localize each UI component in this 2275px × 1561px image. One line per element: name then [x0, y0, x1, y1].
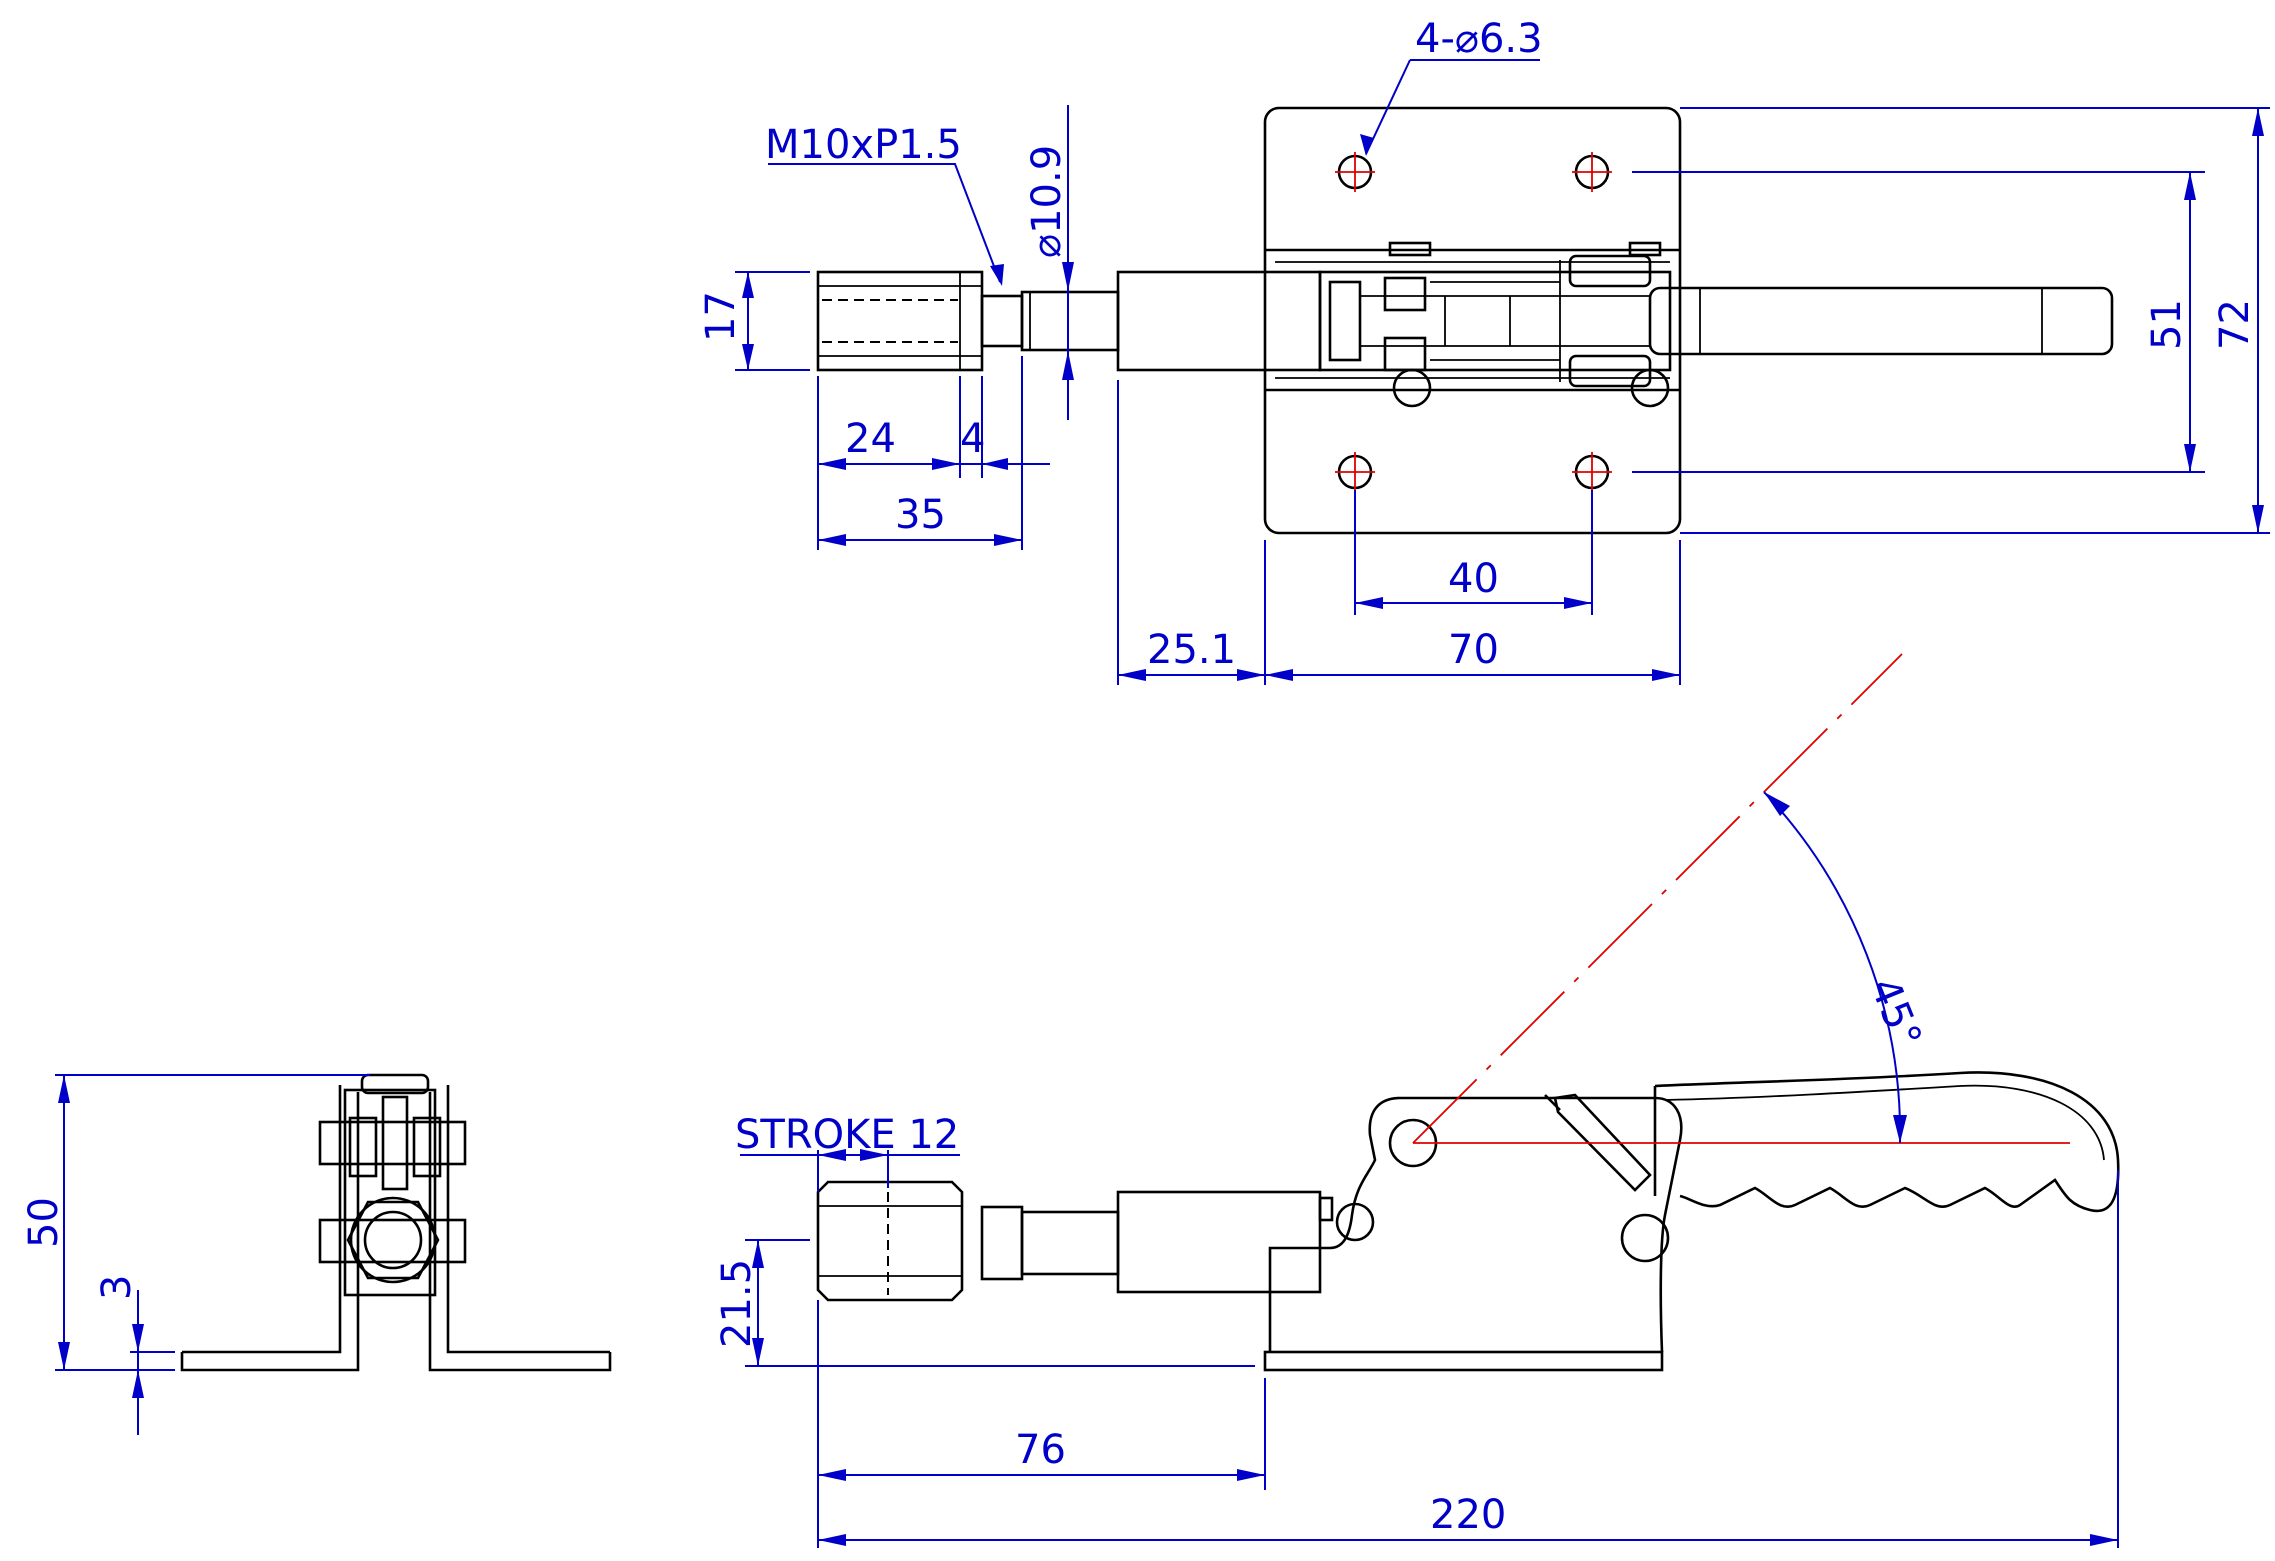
- thread-callout: M10xP1.5: [765, 122, 962, 168]
- spindle-diameter: ⌀10.9: [1024, 145, 1070, 258]
- dim-4: 4: [960, 416, 985, 462]
- end-hex: [346, 1200, 440, 1280]
- coupling-top: [816, 270, 984, 372]
- base-plate-outline: [1263, 106, 1682, 535]
- dim-35: 35: [895, 492, 946, 538]
- side-plunger-housing: [1116, 1190, 1322, 1294]
- dim-72: 72: [2212, 299, 2258, 350]
- end-plunger: [363, 1210, 423, 1270]
- dim-21-5: 21.5: [714, 1259, 760, 1348]
- plunger-housing: [1116, 270, 1322, 372]
- dim-220: 220: [1430, 1492, 1506, 1538]
- spindle: [1020, 290, 1120, 352]
- top-view: 4-⌀6.3 M10xP1.5 ⌀10.9 17 24 4 35 25.1 70…: [698, 16, 2270, 685]
- dim-50: 50: [21, 1197, 67, 1248]
- coupling-side: [816, 1180, 964, 1302]
- handle-top: [1648, 286, 2114, 356]
- dim-3: 3: [94, 1275, 140, 1300]
- dim-25-1: 25.1: [1147, 627, 1236, 673]
- hole-callout: 4-⌀6.3: [1415, 16, 1543, 62]
- dim-70: 70: [1448, 627, 1499, 673]
- dim-76: 76: [1015, 1427, 1066, 1473]
- end-dimensions: [55, 1074, 370, 1435]
- dim-51: 51: [2144, 299, 2190, 350]
- stroke-label: STROKE 12: [735, 1112, 959, 1158]
- end-view: 50 3: [21, 1073, 612, 1435]
- dim-24: 24: [845, 416, 896, 462]
- mounting-holes: [1335, 152, 1612, 492]
- side-base-plate: [1263, 1350, 1664, 1372]
- side-view: STROKE 12 21.5 76 220 45°: [714, 653, 2120, 1548]
- dim-17: 17: [698, 291, 744, 342]
- dim-40: 40: [1448, 556, 1499, 602]
- angle-centerline: [1412, 653, 1903, 1144]
- handle-grip-side: [1654, 1071, 2120, 1213]
- top-dimensions: [735, 59, 2270, 685]
- angle-45: 45°: [1861, 972, 1930, 1055]
- side-dimensions: [740, 791, 2119, 1548]
